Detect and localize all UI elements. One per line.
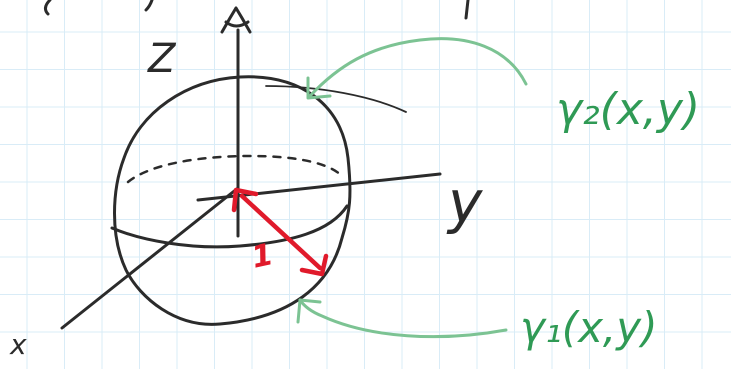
sphere-outline [113, 75, 352, 326]
lower-annotation-arrowhead [296, 298, 322, 324]
lower-annotation-arrow [298, 298, 508, 339]
equator-back-dashed [126, 154, 344, 184]
z-axis-arrowhead [220, 6, 252, 34]
radius-arrowhead-origin [231, 187, 259, 213]
top-scribble-left [43, 0, 52, 16]
z-axis-label: Z [147, 36, 177, 82]
y-axis-label: y [446, 168, 483, 236]
top-scribble-mid [144, 0, 154, 12]
x-axis-label: x [9, 328, 27, 361]
top-scribble-right [464, 0, 470, 20]
upper-annotation-arrowhead [306, 76, 332, 100]
radius-arrowhead-surface [299, 253, 329, 277]
radius-arrow-line [239, 193, 323, 271]
upper-annotation-arrow [308, 37, 528, 98]
upper-surface-label: γ₂(x,y) [556, 84, 700, 135]
lower-surface-label: γ₁(x,y) [520, 303, 658, 352]
y-axis [196, 172, 442, 202]
upper-cap-arc [265, 85, 407, 113]
equator-front [110, 204, 349, 249]
x-axis [60, 186, 240, 330]
